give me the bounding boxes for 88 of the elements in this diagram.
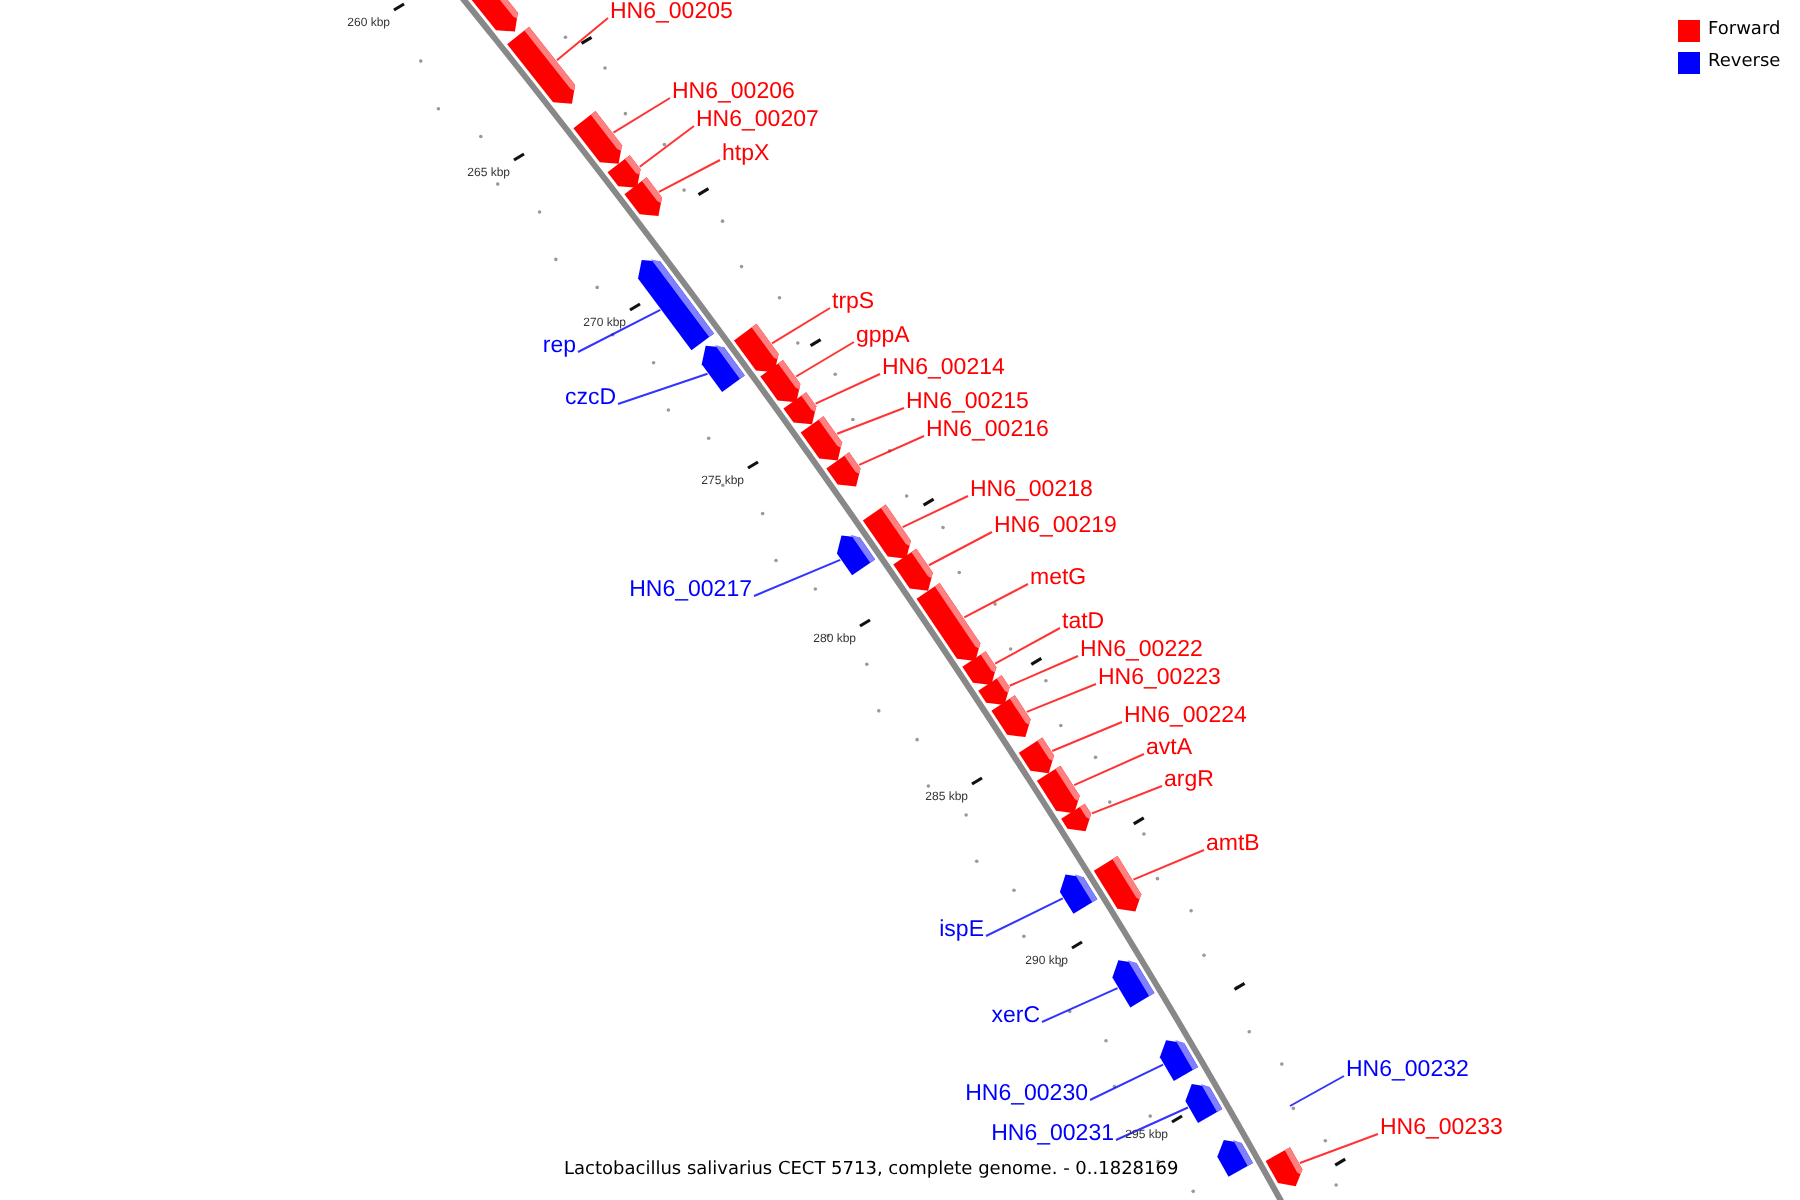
gene-label: HN6_00230 (965, 1080, 1088, 1108)
gene-label: HN6_00224 (1124, 702, 1247, 730)
leader-line (836, 407, 905, 435)
gene-label: HN6_00206 (672, 78, 795, 106)
leader-line (1089, 1063, 1165, 1101)
gene-label: HN6_00205 (610, 0, 733, 26)
gene-block (1185, 1084, 1223, 1123)
gene-label: avtA (1146, 734, 1193, 762)
gene-block (1159, 1040, 1199, 1082)
gene-label: metG (1030, 564, 1087, 592)
gene-block (1059, 874, 1098, 914)
gene-label: gppA (856, 322, 910, 350)
gene-label: HN6_00219 (994, 512, 1117, 540)
leader-line (753, 558, 842, 597)
leader-line (771, 307, 831, 345)
gene-label: HN6_00214 (882, 354, 1005, 382)
legend-label: Forward (1708, 20, 1781, 42)
gene-label: HN6_00217 (629, 576, 752, 604)
leader-line (657, 159, 721, 193)
gene-label: HN6_00218 (970, 476, 1093, 504)
gene-label: HN6_00215 (906, 388, 1029, 416)
gene-block (701, 345, 745, 392)
legend-label: Reverse (1708, 52, 1781, 74)
gene-label: HN6_00216 (926, 416, 1049, 444)
gene-block (1093, 856, 1142, 912)
leader-line (1051, 721, 1123, 753)
leader-line (994, 627, 1061, 665)
leader-line (1298, 1133, 1379, 1164)
leader-line (927, 531, 993, 567)
gene-label: rep (542, 332, 576, 360)
leader-line (638, 125, 695, 168)
gene-label: HN6_00207 (696, 106, 819, 134)
leader-line (612, 97, 671, 134)
leader-line (814, 373, 881, 405)
gene-label: HN6_00232 (1346, 1056, 1469, 1084)
gene-block (468, 0, 518, 32)
gene-block (916, 582, 981, 661)
gene-block (507, 26, 576, 104)
gene-block (1061, 803, 1092, 832)
gene-label: tatD (1062, 608, 1105, 636)
gene-label: HN6_00233 (1380, 1114, 1503, 1142)
gene-block (836, 534, 876, 576)
gene-label: czcD (564, 384, 616, 412)
gene-block (893, 548, 933, 591)
gene-label: HN6_00231 (991, 1120, 1114, 1148)
gene-block (800, 416, 843, 461)
gene-label: htpX (722, 140, 770, 168)
gene-label: HN6_00223 (1098, 664, 1221, 692)
gene-label: xerC (991, 1002, 1040, 1030)
gene-block (1018, 737, 1054, 774)
gene-block (1112, 960, 1155, 1008)
gene-label: argR (1164, 766, 1214, 794)
leader-line (1091, 785, 1163, 815)
leader-line (1041, 987, 1119, 1023)
leader-line (617, 372, 709, 405)
gene-block (962, 651, 997, 685)
leader-line (1132, 849, 1205, 881)
leader-line (985, 897, 1064, 937)
leader-line (963, 583, 1029, 619)
gene-block (1217, 1139, 1253, 1177)
gene-block (607, 155, 641, 188)
gene-label: ispE (939, 916, 984, 944)
gene-label: HN6_00222 (1080, 636, 1203, 664)
leader-line (555, 17, 609, 62)
leader-line (1289, 1075, 1345, 1107)
leader-line (858, 435, 925, 466)
leader-line (1025, 683, 1097, 713)
gene-block (1036, 765, 1080, 814)
gene-block (760, 360, 801, 403)
leader-line (901, 495, 969, 529)
gene-block (978, 675, 1010, 706)
gene-label: trpS (832, 288, 875, 316)
leader-line (577, 308, 662, 353)
gene-block (826, 452, 861, 487)
gene-block (733, 323, 779, 373)
gene-label: amtB (1206, 830, 1260, 858)
gene-block (991, 695, 1031, 738)
gene-block (624, 177, 662, 216)
leader-line (1008, 655, 1079, 687)
leader-line (1115, 1106, 1189, 1141)
gene-block (783, 392, 817, 425)
gene-block (862, 504, 911, 559)
gene-block (573, 111, 622, 164)
gene-block (1265, 1147, 1303, 1187)
leader-line (1073, 753, 1145, 787)
gene-block (638, 259, 714, 351)
leader-line (795, 341, 855, 378)
caption: Lactobacillus salivarius CECT 5713, complete genome. - 0..1828169 (564, 1158, 1179, 1182)
